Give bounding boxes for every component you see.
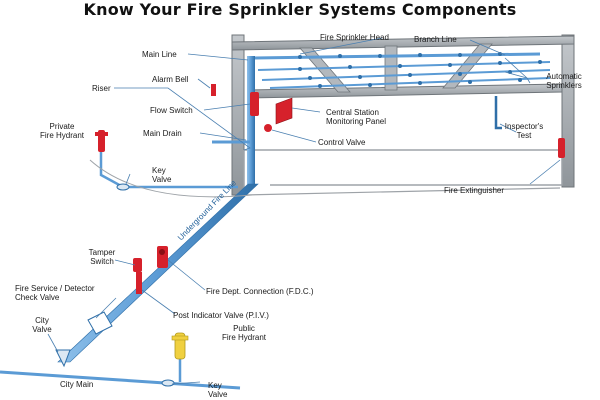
label-fire-sprinkler-head: Fire Sprinkler Head: [320, 33, 389, 42]
label-fire-extinguisher: Fire Extinguisher: [444, 186, 505, 195]
control-valve-marker: [264, 124, 272, 132]
floor-outline: [244, 149, 563, 186]
flow-switch-marker: [250, 92, 259, 116]
label-main-drain: Main Drain: [143, 129, 182, 138]
label-public-hydrant: Public Fire Hydrant: [221, 324, 266, 342]
city-valve-marker: [55, 349, 71, 368]
diagram-title: Know Your Fire Sprinkler Systems Compone…: [83, 0, 517, 19]
label-branch-line: Branch Line: [414, 35, 457, 44]
monitoring-panel-marker: [275, 97, 293, 125]
riser-pipe: [247, 56, 255, 184]
label-piv: Post Indicator Valve (P.I.V.): [173, 311, 269, 320]
label-central-station: Central Station Monitoring Panel: [326, 108, 387, 126]
sprinkler-heads: [298, 52, 542, 88]
underground-pipe: [57, 183, 259, 363]
city-main-pipe: [0, 370, 241, 390]
label-city-valve: City Valve: [32, 316, 52, 334]
piv-marker: [136, 272, 142, 294]
label-tamper-switch: Tamper Switch: [88, 248, 116, 266]
label-key-valve-lower: Key Valve: [208, 381, 228, 399]
label-alarm-bell: Alarm Bell: [152, 75, 189, 84]
sprinkler-piping: [0, 52, 551, 390]
label-key-valve-upper: Key Valve: [152, 166, 172, 184]
label-automatic-sprinklers: Automatic Sprinklers: [546, 72, 582, 90]
label-private-hydrant: Private Fire Hydrant: [39, 122, 84, 140]
main-line-pipe: [249, 52, 541, 60]
branch-pipe-2: [261, 69, 551, 81]
key-valve-upper-box: [116, 183, 130, 191]
label-main-line: Main Line: [142, 50, 177, 59]
detector-check-valve-marker: [87, 311, 113, 335]
leader-lines: [47, 37, 561, 385]
red-components: [95, 84, 565, 294]
label-city-main: City Main: [60, 380, 94, 389]
tamper-switch-marker: [133, 258, 142, 272]
building-structure: [231, 34, 575, 196]
alarm-bell-marker: [211, 84, 216, 96]
label-fdc: Fire Dept. Connection (F.D.C.): [206, 287, 314, 296]
label-inspectors-test: Inspector's Test: [504, 122, 544, 140]
private-hydrant-pipe: [99, 150, 238, 189]
label-detector-check-valve: Fire Service / Detector Check Valve: [15, 284, 95, 302]
label-riser: Riser: [92, 84, 111, 93]
label-control-valve: Control Valve: [318, 138, 366, 147]
fire-extinguisher-marker: [558, 138, 565, 158]
key-valve-lower-box: [161, 379, 175, 387]
top-beam: [231, 35, 575, 51]
inspectors-test-pipe: [494, 96, 502, 130]
right-column: [561, 34, 575, 188]
branch-pipe-3: [269, 77, 551, 89]
label-flow-switch: Flow Switch: [150, 106, 193, 115]
